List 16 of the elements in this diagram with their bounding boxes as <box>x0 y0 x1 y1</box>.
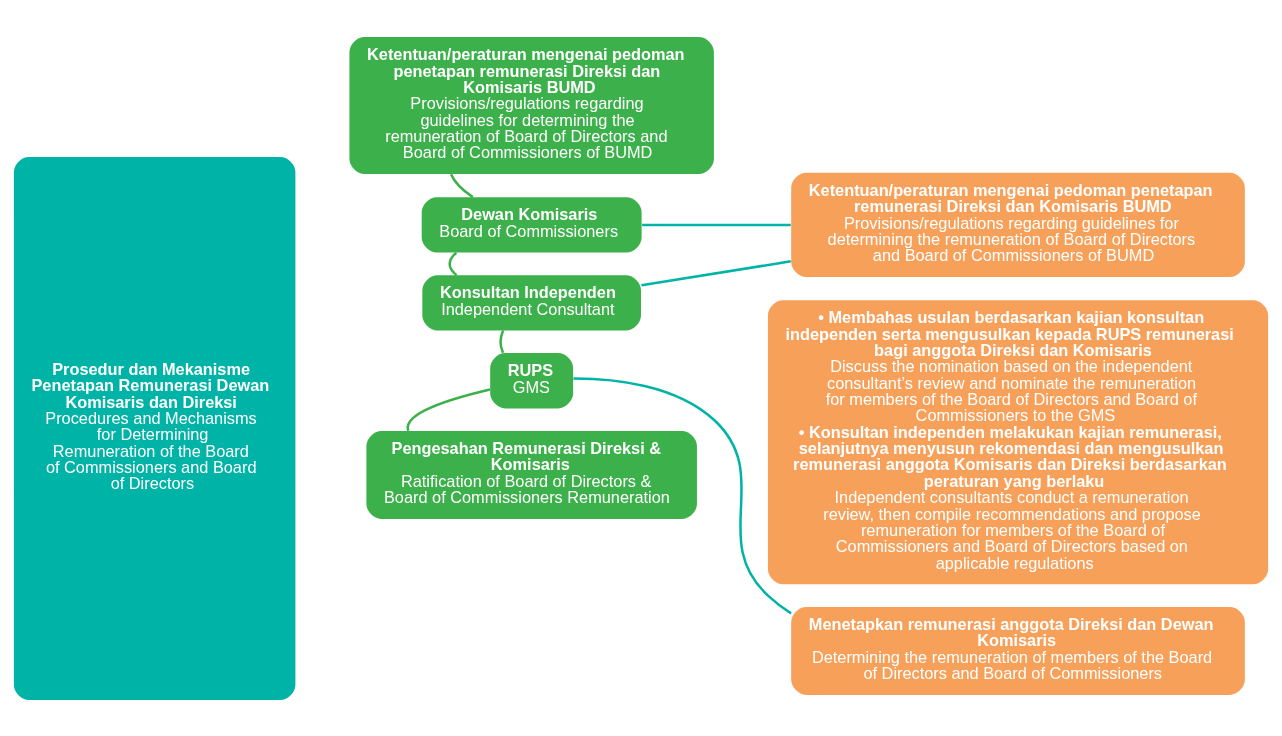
node-box: Ketentuan/peraturan mengenai pedoman penetapan remunerasi Direksi dan Komisaris BUMD Provisions/regulations regarding guidelines for determining the remuneration of Board of Directors and Board of Commissioners of BUMD <box>791 172 1245 277</box>
connector <box>641 259 791 287</box>
connector <box>499 329 505 353</box>
connector <box>448 251 458 276</box>
connector <box>642 223 791 226</box>
node-box: Dewan Komisaris Board of Commissioners <box>421 196 642 253</box>
node-box: Menetapkan remunerasi anggota Direksi dan Dewan Komisaris Determining the remuneration of members of the Board of Directors and Board of Commissioners <box>791 606 1245 695</box>
node-box: • Membahas usulan berdasarkan kajian konsultan independen serta mengusulkan kepada RUPS remunerasi bagi anggota Direksi dan Komisaris Discuss the nomination based on the independent consultant’s review and nominate the remuneration for members of the Board of Directors and Board of Commissioners to the GMS • Konsultan independen melakukan kajian remunerasi, selanjutnya menyusun rekomendasi dan mengusulkan remunerasi anggota Komisaris dan Direksi berdasarkan peraturan yang berlaku Independent consultants conduct a remuneration review, then compile recommendations and propose remuneration for members of the Board of Commissioners and Board of Directors based on applicable regulations <box>767 299 1269 584</box>
node-box: RUPS GMS <box>490 352 574 408</box>
node-box: Konsultan Independen Independent Consultant <box>422 274 641 330</box>
node-box: Prosedur dan Mekanisme Penetapan Remunerasi Dewan Komisaris dan Direksi Procedures and Mechanisms for Determining Remuneration of the Board of Commissioners and Board of Directors <box>13 156 296 700</box>
node-box: Ketentuan/peraturan mengenai pedoman penetapan remunerasi Direksi dan Komisaris BUMD Provisions/regulations regarding guidelines for determining the remuneration of Board of Directors and Board of Commissioners of BUMD <box>349 36 714 174</box>
node-box: Pengesahan Remunerasi Direksi & Komisaris Ratification of Board of Directors & Board of Commissioners Remuneration <box>366 430 697 519</box>
connector <box>573 376 792 614</box>
connector <box>406 387 491 431</box>
connector <box>449 173 474 198</box>
